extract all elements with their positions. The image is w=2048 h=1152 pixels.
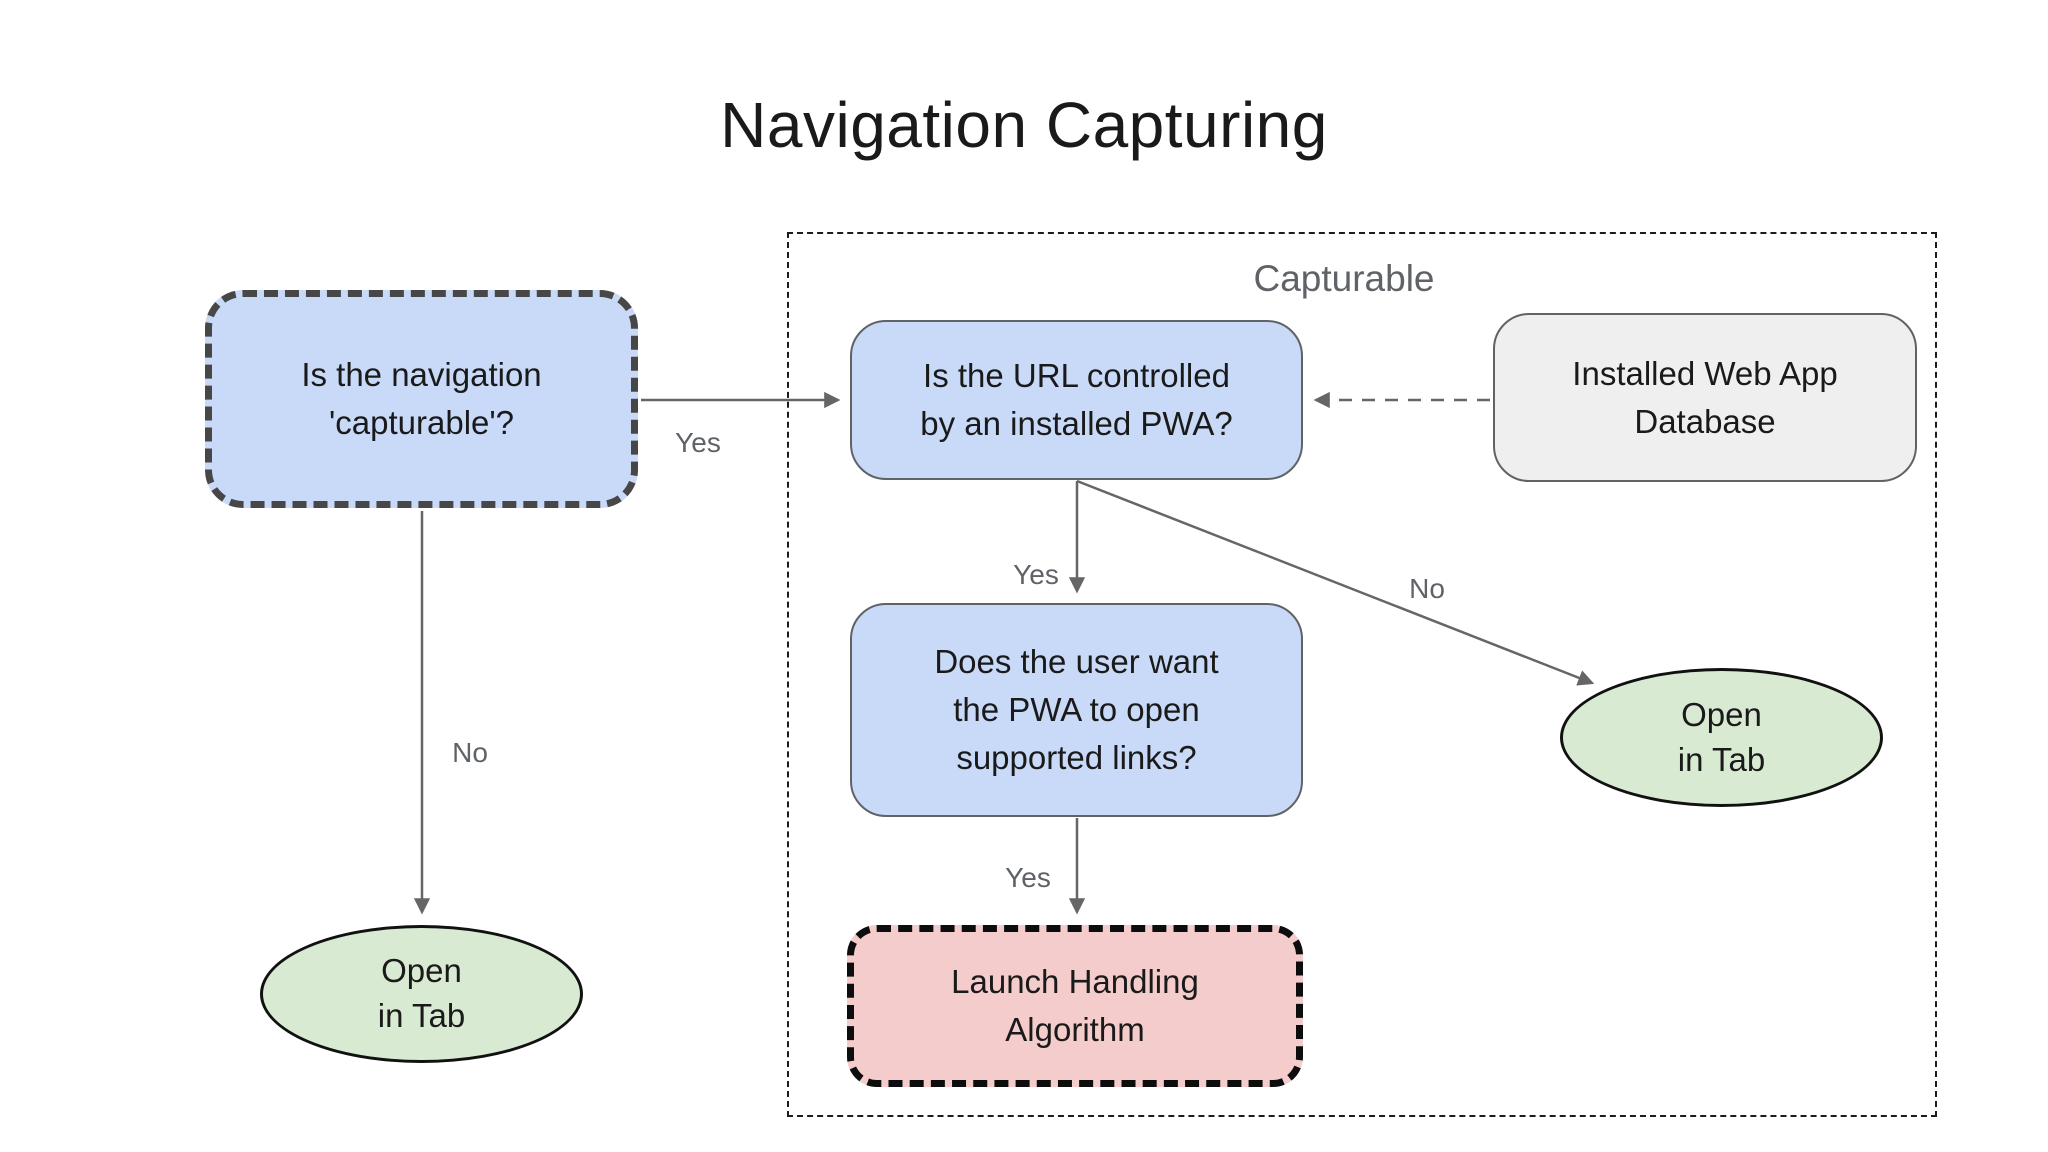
capturable-group-label: Capturable <box>1253 258 1435 299</box>
node-is-navigation-capturable: Is the navigation 'capturable'? <box>205 290 638 508</box>
node-launch-handling-algorithm-text: Launch Handling Algorithm <box>951 963 1199 1048</box>
edge-label-nav-no: No <box>452 737 488 768</box>
node-does-user-want-supported-links: Does the user want the PWA to open suppo… <box>850 603 1303 817</box>
edge-label-url-no: No <box>1409 573 1445 604</box>
edge-label-nav-yes: Yes <box>675 427 721 458</box>
edge-label-url-yes: Yes <box>1013 559 1059 590</box>
terminal-open-in-tab-left: Open in Tab <box>260 925 583 1063</box>
node-installed-web-app-database: Installed Web App Database <box>1493 313 1917 482</box>
terminal-open-in-tab-left-text: Open in Tab <box>377 952 466 1034</box>
node-is-navigation-capturable-text: Is the navigation 'capturable'? <box>301 356 542 441</box>
capturable-group-container <box>787 232 1937 1117</box>
node-does-user-want-supported-links-text: Does the user want the PWA to open suppo… <box>934 643 1219 776</box>
node-launch-handling-algorithm: Launch Handling Algorithm <box>847 925 1303 1087</box>
terminal-open-in-tab-right: Open in Tab <box>1560 668 1883 807</box>
node-is-url-controlled-by-pwa-text: Is the URL controlled by an installed PW… <box>920 357 1233 442</box>
edge-label-user-yes: Yes <box>1005 862 1051 893</box>
node-installed-web-app-database-text: Installed Web App Database <box>1572 354 1838 440</box>
node-is-url-controlled-by-pwa: Is the URL controlled by an installed PW… <box>850 320 1303 480</box>
page-title: Navigation Capturing <box>720 89 1328 161</box>
terminal-open-in-tab-right-text: Open in Tab <box>1677 695 1766 778</box>
